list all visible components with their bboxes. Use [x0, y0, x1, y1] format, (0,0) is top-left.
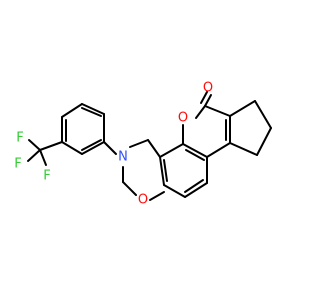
bond — [81, 103, 105, 115]
nitrogen-atom-label: N — [118, 150, 128, 165]
bond — [254, 100, 272, 129]
molecule-canvas: F F F N O O O — [14, 80, 272, 208]
bond — [229, 142, 258, 156]
bond — [147, 139, 161, 158]
bond — [39, 141, 63, 151]
bond — [159, 143, 184, 158]
oxygen-atom-label-carbonyl: O — [203, 81, 213, 96]
bond — [39, 149, 47, 166]
fluorine-atom-label: F — [16, 131, 23, 146]
bond — [195, 105, 206, 119]
oxygen-atom-label-ring: O — [138, 193, 148, 208]
bond — [61, 103, 83, 118]
bond — [185, 149, 205, 161]
bond — [206, 142, 231, 158]
bond — [61, 141, 83, 155]
fluorine-atom-label: F — [43, 169, 50, 184]
bond — [81, 139, 102, 151]
bond — [159, 156, 165, 186]
bond — [256, 127, 272, 156]
molecule-structure: F F F N O O O — [14, 81, 272, 208]
bond — [149, 191, 165, 201]
bond — [28, 139, 41, 151]
atom-labels: F F F N O O O — [14, 81, 213, 208]
bond — [204, 105, 231, 117]
bond — [163, 159, 168, 182]
bond — [27, 149, 41, 162]
bond — [184, 179, 204, 193]
bond — [204, 94, 212, 107]
bond — [103, 141, 117, 155]
bond — [184, 182, 208, 198]
bond — [122, 181, 137, 196]
bond — [81, 107, 102, 117]
fluorine-atom-label: F — [14, 157, 21, 172]
bond — [163, 184, 186, 198]
bond — [81, 141, 105, 155]
bond-group — [27, 91, 272, 201]
bond — [129, 139, 149, 148]
bond — [229, 100, 256, 117]
bond — [182, 143, 208, 158]
oxygen-atom-label-lactone: O — [178, 111, 188, 126]
bond — [200, 91, 208, 104]
